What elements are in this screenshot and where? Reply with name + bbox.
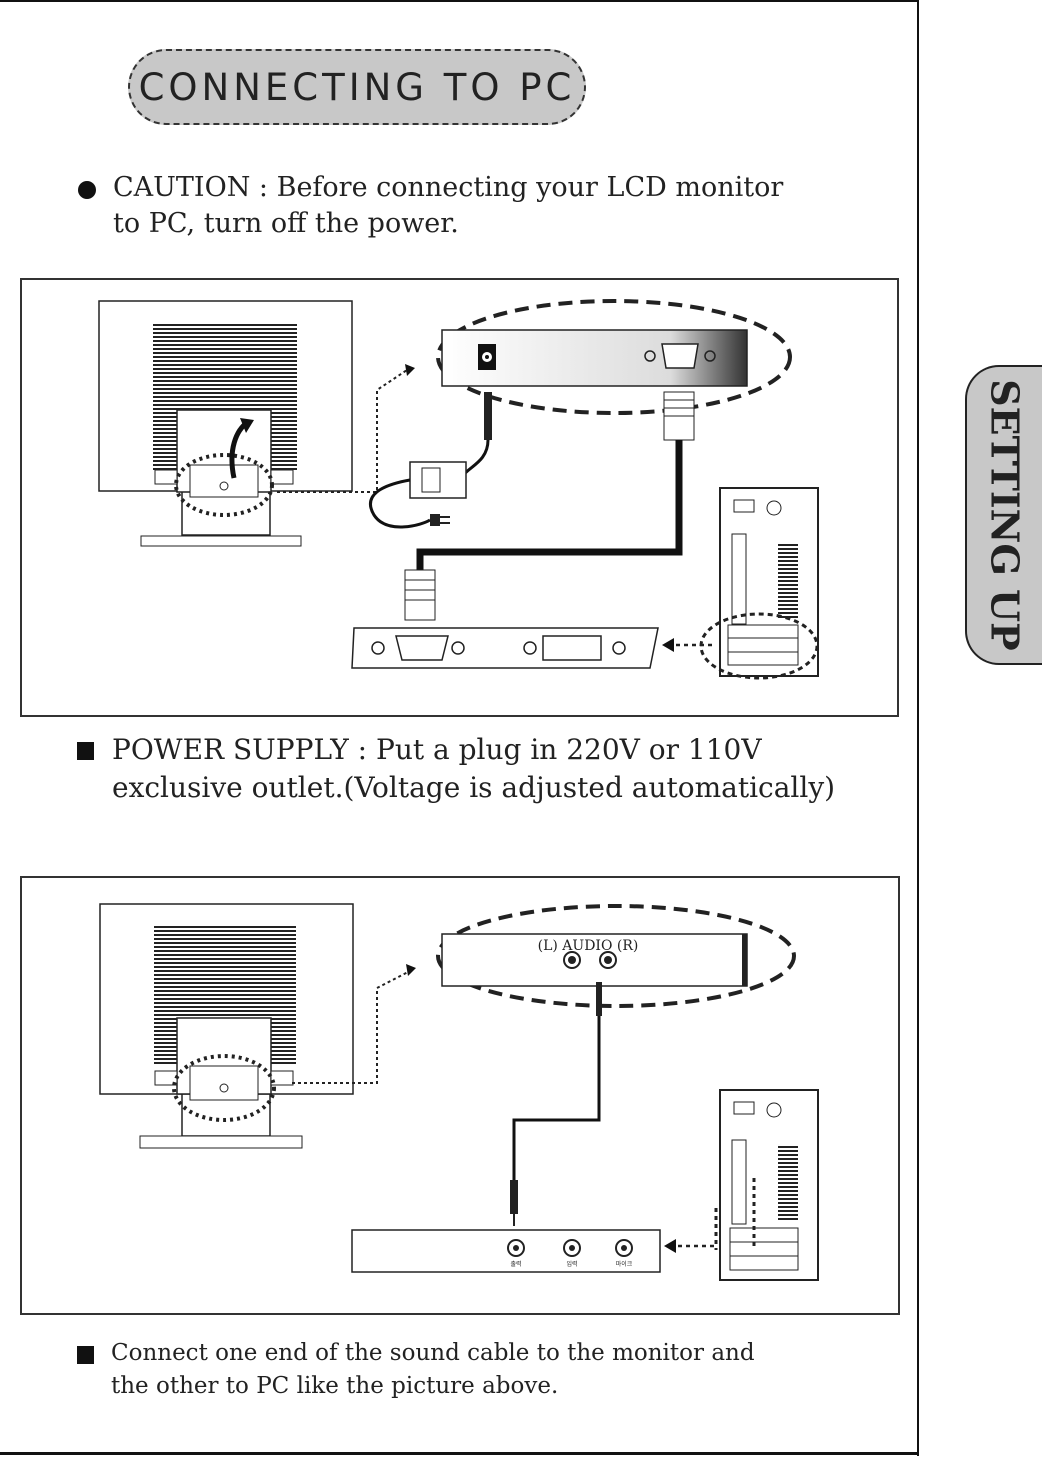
audio-diagram: (L) AUDIO (R) 출력 입력 마이크: [20, 876, 900, 1315]
monitor-back-icon: [99, 903, 354, 1149]
power-vga-diagram: [20, 278, 899, 717]
caution-note: CAUTION : Before connecting your LCD mon…: [113, 170, 783, 242]
sound-note: Connect one end of the sound cable to th…: [111, 1337, 755, 1403]
vga-cable-icon: [404, 391, 695, 621]
pc-tower-icon: [699, 487, 819, 680]
page-border-right: [917, 0, 919, 1456]
audio-diagram-svg: (L) AUDIO (R) 출력 입력 마이크: [99, 903, 819, 1281]
monitor-audio-panel-icon: (L) AUDIO (R): [436, 904, 796, 1008]
pc-sound-card-panel-icon: 출력 입력 마이크: [351, 1229, 661, 1273]
pc-graphics-port-panel-icon: [351, 627, 659, 669]
section-title: CONNECTING TO PC: [128, 49, 586, 125]
power-supply-bullet-icon: [77, 742, 94, 760]
monitor-back-icon: [98, 300, 353, 547]
sound-note-line-2: the other to PC like the picture above.: [111, 1373, 559, 1399]
side-tab: SETTING UP: [965, 365, 1042, 665]
sound-jack-label-in: 입력: [566, 1260, 577, 1268]
caution-line-1: CAUTION : Before connecting your LCD mon…: [113, 172, 784, 203]
power-supply-line-1: POWER SUPPLY : Put a plug in 220V or 110…: [112, 733, 762, 766]
power-supply-line-2: exclusive outlet.(Voltage is adjusted au…: [112, 771, 836, 804]
caution-bullet-icon: [78, 181, 96, 199]
power-supply-note: POWER SUPPLY : Put a plug in 220V or 110…: [112, 731, 835, 807]
caution-line-2: to PC, turn off the power.: [113, 208, 459, 239]
sound-jack-label-out: 출력: [510, 1260, 521, 1268]
audio-panel-label: (L) AUDIO (R): [538, 938, 639, 954]
sound-note-line-1: Connect one end of the sound cable to th…: [111, 1340, 755, 1366]
side-tab-text: SETTING UP: [982, 379, 1028, 651]
pc-tower-icon: [714, 1089, 819, 1281]
power-vga-diagram-svg: [98, 299, 819, 680]
audio-cable-icon: [510, 982, 602, 1226]
sound-jack-label-mic: 마이크: [616, 1260, 633, 1268]
power-adapter-icon: [368, 392, 492, 529]
page-border-top: [0, 0, 919, 2]
monitor-connector-panel-icon: [436, 299, 792, 415]
page-border-bottom: [0, 1452, 919, 1455]
section-title-text: CONNECTING TO PC: [138, 65, 576, 109]
sound-note-bullet-icon: [77, 1346, 94, 1364]
